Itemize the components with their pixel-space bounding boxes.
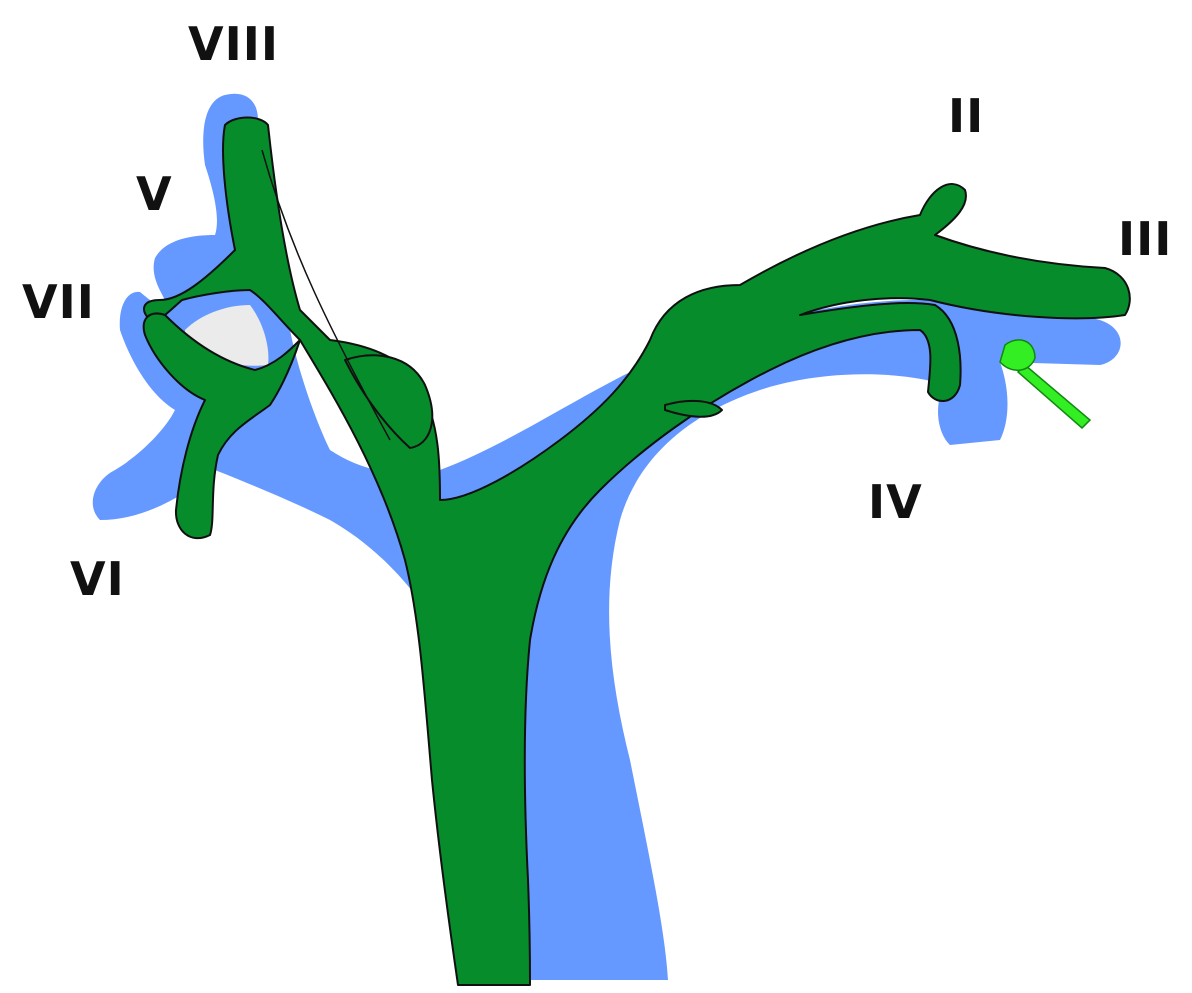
label-ii: II	[948, 89, 984, 143]
label-viii: VIII	[188, 17, 279, 71]
label-v: V	[136, 167, 173, 221]
label-vi: VI	[70, 552, 125, 606]
label-vii: VII	[22, 275, 95, 329]
highlight-head	[1000, 340, 1035, 370]
label-iv: IV	[868, 475, 923, 529]
highlight-stem	[1018, 365, 1090, 428]
label-iii: III	[1118, 212, 1172, 266]
